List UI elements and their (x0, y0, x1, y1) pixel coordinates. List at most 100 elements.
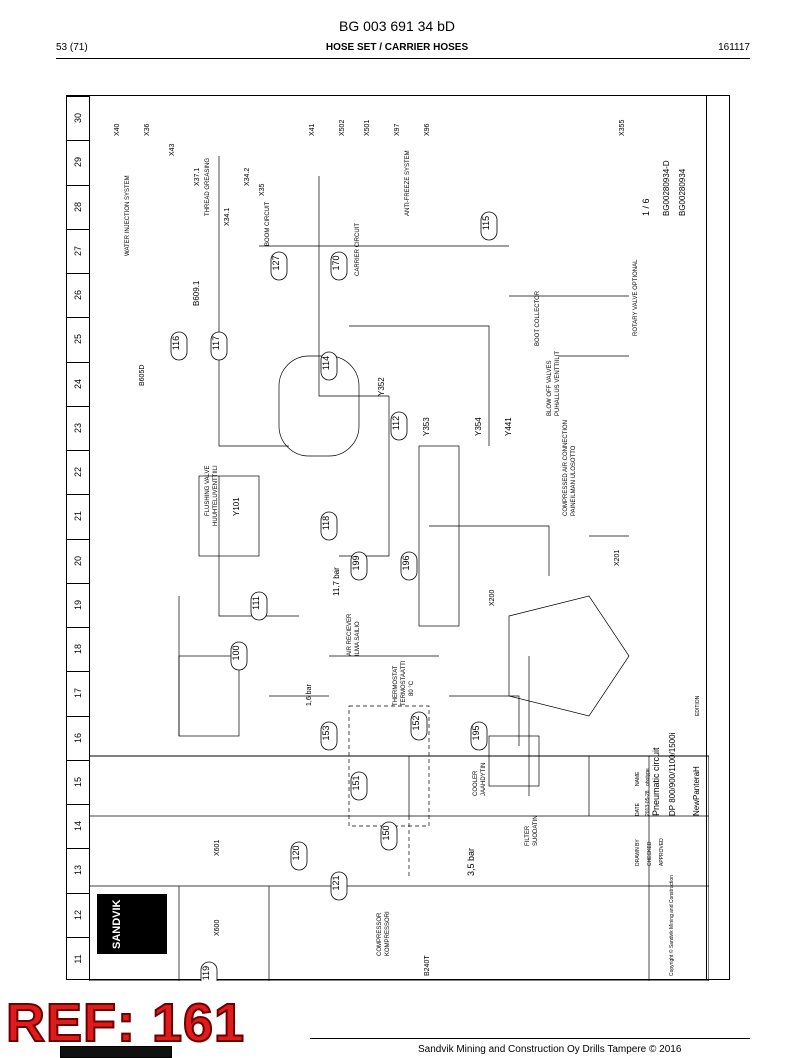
column-divider (67, 892, 89, 894)
comp-x601: X601 (214, 840, 221, 856)
comp-y101: Y101 (232, 497, 241, 516)
column-divider (67, 450, 89, 451)
hose-bubble-number: 121 (331, 875, 341, 890)
pneumatic-diagram: FLUSHING VALVE HUUHTELUVENTTIILI AIR REC… (89, 120, 709, 981)
hose-bubble-outline (170, 331, 188, 361)
column-number: 16 (73, 732, 83, 743)
title-block (89, 755, 709, 981)
doc-date: 161117 (718, 42, 750, 53)
comp-b609-1: B609.1 (192, 280, 201, 306)
hose-bubble: 150 (380, 821, 398, 851)
hose-bubble-outline (350, 771, 368, 801)
column-number: 12 (73, 909, 83, 920)
column-divider (67, 671, 89, 673)
hose-bubble: 195 (470, 721, 488, 751)
tb-edition-label: EDITION (695, 695, 701, 716)
air-reciever-label: AIR RECIEVER (347, 613, 353, 656)
hose-bubble-number: 112 (391, 416, 401, 430)
comp-x40: X40 (114, 123, 121, 136)
column-number: 18 (73, 644, 83, 655)
column-number: 30 (73, 113, 83, 124)
footer-rule (310, 1038, 750, 1039)
hose-bubble: 121 (330, 871, 348, 901)
column-divider (67, 715, 89, 717)
paineilman-ulosotto-label: PAINEILMAN ULOSOTTO (571, 445, 577, 516)
column-divider (67, 627, 89, 628)
hose-bubble-outline (270, 251, 288, 281)
hose-bubble-number: 170 (331, 255, 341, 270)
puhallus-venttiilit-label: PUHALLUS VENTTIILIT (555, 351, 561, 416)
column-divider (67, 494, 89, 496)
company-logo-text: SANDVIK (111, 899, 123, 949)
compressor-label: COMPRESSOR (377, 912, 383, 956)
flushing-valve-label: FLUSHING VALVE (205, 466, 211, 516)
column-divider (67, 405, 89, 407)
column-divider (67, 848, 89, 850)
hose-bubble-number: 120 (291, 845, 301, 860)
thermostat-label: THERMOSTAT (393, 665, 399, 706)
hose-bubble-number: 199 (351, 555, 361, 570)
hose-bubble: 119 (200, 961, 218, 981)
hose-bubble: 116 (170, 331, 188, 361)
hose-bubble-outline (410, 711, 428, 741)
hose-bubble: 111 (250, 591, 268, 621)
hose-bubble: 115 (480, 211, 498, 241)
hose-bubble-outline (320, 511, 338, 541)
column-divider (67, 96, 89, 97)
hose-bubble: 127 (270, 251, 288, 281)
footer-logo (60, 1046, 172, 1058)
hose-bubble-outline (380, 821, 398, 851)
section-title: HOSE SET / CARRIER HOSES (325, 42, 469, 53)
tb-drawing-no: BG00280934-D (662, 160, 671, 216)
hose-bubble-outline (200, 961, 218, 981)
comp-x37-1: X37.1 (194, 168, 201, 186)
column-number: 21 (73, 511, 83, 522)
column-number: 17 (73, 688, 83, 699)
tb-drawing-title: Pneumatic circuit (651, 747, 661, 816)
tb-name-value: ohotype (645, 768, 651, 786)
cooler-label: COOLER (473, 770, 479, 796)
rotated-labels: FLUSHING VALVE HUUHTELUVENTTIILI AIR REC… (114, 120, 701, 976)
comp-y441: Y441 (504, 417, 513, 436)
column-divider (67, 804, 89, 805)
hose-bubble-outline (350, 551, 368, 581)
doc-number: BG 003 691 34 bD (339, 18, 455, 34)
comp-y352: Y352 (377, 377, 386, 396)
tb-sheet: 1 / 6 (641, 198, 651, 216)
filter-box (488, 735, 540, 787)
comp-b240t: B240T (424, 955, 431, 976)
tb-copyright: Copyright © Sandvik Mining and Construct… (668, 875, 675, 976)
tb-checked-label: CHECKED (647, 841, 653, 866)
boom-circuit-label: BOOM CIRCUIT (265, 201, 271, 246)
boot-collector-shape (508, 595, 630, 717)
column-number: 15 (73, 776, 83, 787)
column-divider (67, 317, 89, 319)
hose-bubble-number: 111 (251, 596, 261, 610)
hose-bubble-number: 115 (481, 216, 491, 230)
hose-bubble: 100 (230, 641, 248, 671)
hose-bubble-outline (330, 251, 348, 281)
comp-x43: X43 (169, 143, 176, 156)
hose-bubble: 170 (330, 251, 348, 281)
hose-bubble: 153 (320, 721, 338, 751)
comp-x34-2: X34.2 (244, 168, 251, 186)
air-receiver-tank (278, 355, 360, 457)
comp-x97: X97 (394, 123, 401, 136)
hose-bubble: 114 (320, 351, 338, 381)
hose-bubble-outline (320, 351, 338, 381)
page-counter: 53 (71) (56, 42, 88, 53)
hose-bubble-number: 117 (211, 336, 221, 350)
carrier-circuit-label: CARRIER CIRCUIT (355, 223, 361, 276)
column-divider (67, 140, 89, 142)
ilma-sailio-label: ILMA SAILIO (355, 621, 361, 656)
column-number: 28 (73, 201, 83, 212)
comp-x201: X201 (614, 550, 621, 566)
column-number: 11 (73, 954, 83, 964)
hose-bubble: 112 (390, 411, 408, 441)
ref-stamp: REF: 161 (5, 992, 246, 1054)
jaahdytin-label: JAAHDYTIN (481, 763, 487, 796)
huuhteluventtiili-label: HUUHTELUVENTTIILI (213, 465, 219, 526)
pressure-3-5: 3,5 bar (466, 848, 476, 876)
